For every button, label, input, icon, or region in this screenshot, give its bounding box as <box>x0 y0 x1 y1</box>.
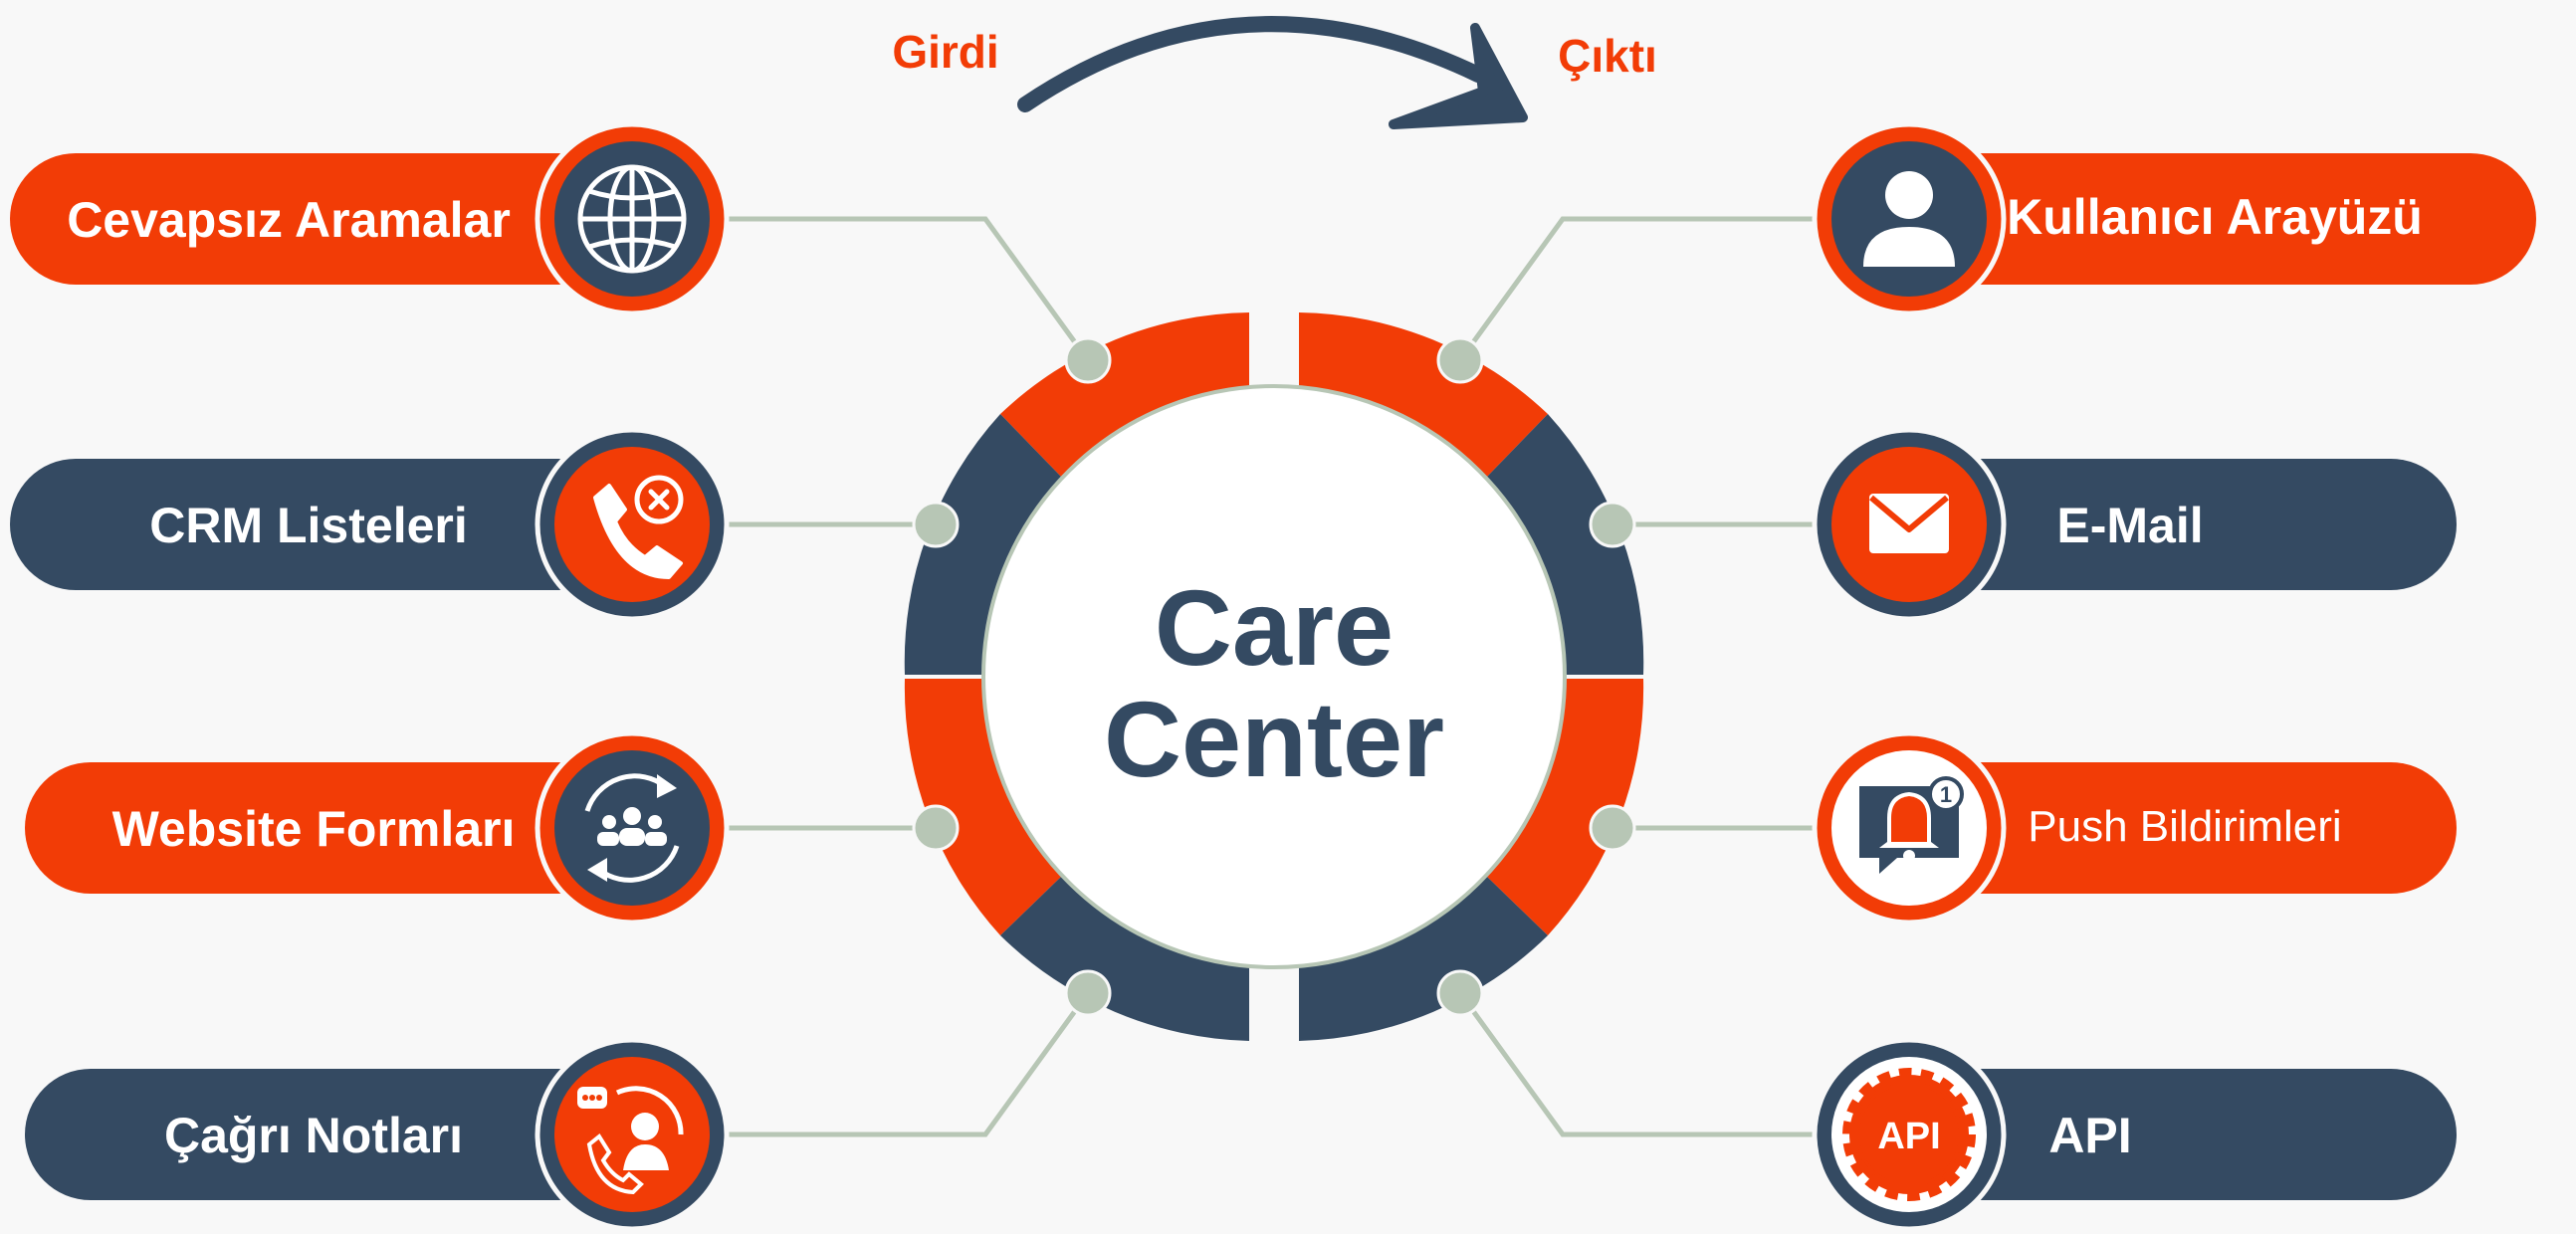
input-pill-2 <box>10 459 657 590</box>
input-label-2: CRM Listeleri <box>149 498 468 553</box>
connector-line-input-1 <box>727 216 1091 362</box>
connector-line-input-4 <box>727 991 1091 1137</box>
connector-dot-input-2 <box>912 501 960 548</box>
center-circle <box>981 384 1567 969</box>
output-item-1: Kullanıcı Arayüzü <box>1812 121 2536 316</box>
connector-line-output-4 <box>1457 991 1822 1137</box>
output-item-2: E-Mail <box>1812 427 2457 622</box>
connector-dot-input-4 <box>1064 969 1112 1017</box>
call-notes-icon <box>577 1086 684 1195</box>
ring-segment-upper-right <box>1486 414 1644 675</box>
input-pill-4 <box>25 1069 657 1200</box>
ring-segment-top-left <box>1000 312 1249 478</box>
output-pill-4 <box>1891 1069 2457 1200</box>
svg-text:1: 1 <box>1940 782 1952 807</box>
ring-segment-top-right <box>1299 312 1548 478</box>
user-icon <box>1863 171 1955 267</box>
output-pill-3 <box>1891 762 2457 894</box>
connector-dot-output-4 <box>1436 969 1484 1017</box>
output-item-3: Push Bildirimleri 1 <box>1812 730 2457 926</box>
flow-arrow-curve <box>1017 16 1486 112</box>
input-label-1: Cevapsız Aramalar <box>67 192 511 248</box>
flow-arrow <box>1017 16 1528 129</box>
input-pill-1 <box>10 153 657 285</box>
notification-bell-icon: 1 <box>1859 776 1964 874</box>
center-title-line-2: Center <box>1104 679 1444 799</box>
output-item-4: API API <box>1812 1037 2457 1232</box>
connector-dot-input-1 <box>1064 336 1112 384</box>
input-label-3: Website Formları <box>112 801 516 857</box>
input-flow-label: Girdi <box>892 26 998 78</box>
input-item-1: Cevapsız Aramalar <box>10 121 730 316</box>
input-item-2: CRM Listeleri <box>10 427 730 622</box>
api-badge-text: API <box>1877 1116 1940 1157</box>
ring-segment-bottom-left <box>1000 876 1249 1041</box>
center-title-line-1: Care <box>1155 567 1394 688</box>
input-item-3: Website Formları <box>25 730 730 926</box>
input-label-4: Çağrı Notları <box>164 1108 463 1163</box>
connector-dot-output-2 <box>1589 501 1636 548</box>
output-flow-label: Çıktı <box>1558 30 1657 82</box>
group-sync-icon <box>584 773 680 883</box>
flow-arrow-head <box>1389 23 1528 129</box>
connector-dot-output-1 <box>1436 336 1484 384</box>
ring-segment-bottom-right <box>1299 876 1548 1041</box>
connector-line-output-1 <box>1457 216 1822 362</box>
output-label-3: Push Bildirimleri <box>2028 802 2341 851</box>
connector-dot-input-3 <box>912 804 960 852</box>
center-ring <box>904 312 1644 1041</box>
input-item-4: Çağrı Notları <box>25 1037 730 1232</box>
api-gear-icon: API <box>1842 1068 1976 1201</box>
connector-dots <box>912 336 1636 1017</box>
ring-segment-lower-right <box>1486 679 1644 935</box>
globe-icon <box>577 164 687 274</box>
mail-icon <box>1869 494 1949 553</box>
ring-segment-lower-left <box>904 679 1062 935</box>
ring-segment-upper-left <box>904 414 1062 675</box>
missed-call-icon <box>593 475 684 579</box>
output-label-4: API <box>2048 1108 2131 1163</box>
input-pill-3 <box>25 762 657 894</box>
connector-lines <box>727 216 1822 1137</box>
output-pill-1 <box>1891 153 2536 285</box>
output-label-2: E-Mail <box>2056 498 2203 553</box>
connector-dot-output-3 <box>1589 804 1636 852</box>
output-pill-2 <box>1891 459 2457 590</box>
output-label-1: Kullanıcı Arayüzü <box>2007 189 2423 245</box>
